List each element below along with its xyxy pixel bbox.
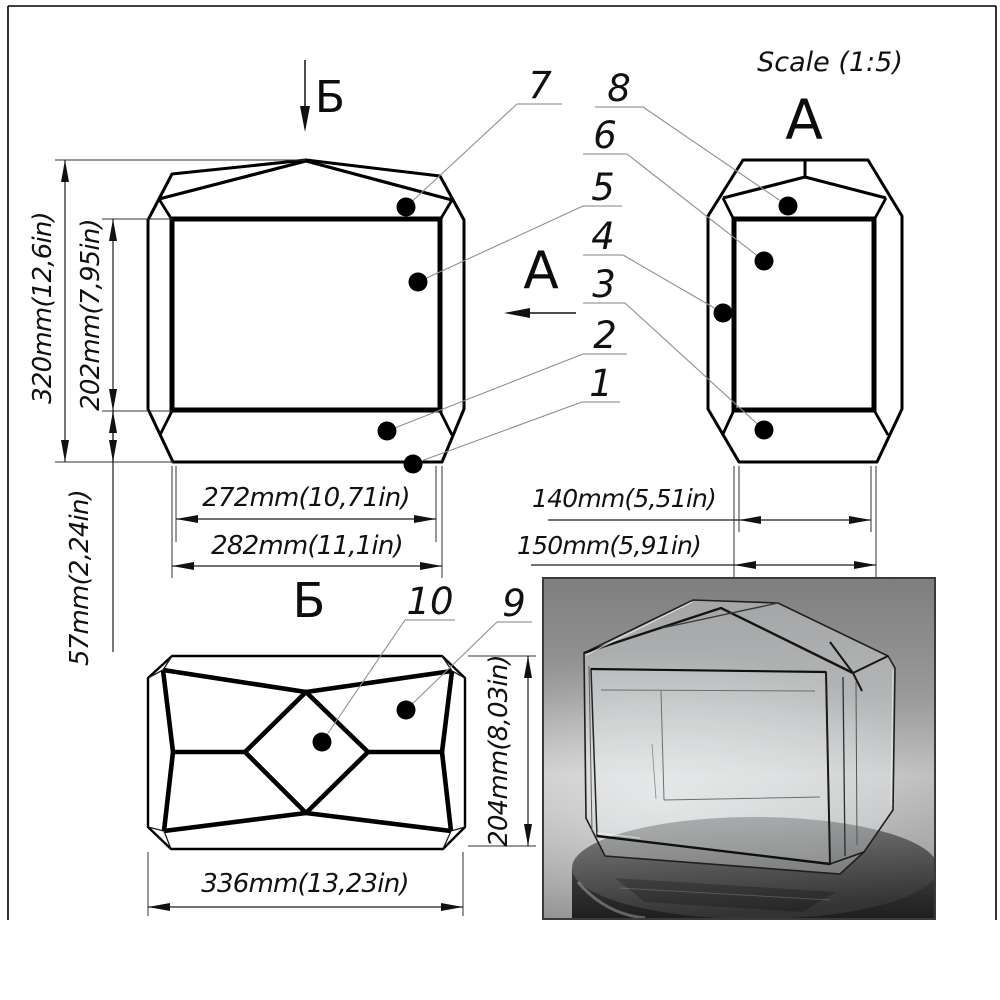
- callout-dot: [408, 272, 428, 292]
- dim-top-width: 336mm(13,23in): [147, 852, 464, 916]
- dim-side-inner-width: 140mm(5,51in): [532, 466, 872, 532]
- section-mark-top: Б: [300, 60, 345, 132]
- section-arrow-left-icon: [504, 308, 530, 318]
- dim-front-bottom-band: 57mm(2,24in): [65, 411, 117, 666]
- dim-top-depth: 204mm(8,03in): [468, 655, 536, 847]
- side-bevel-connectors: [721, 197, 890, 436]
- callout-dot: [713, 303, 733, 323]
- top-left-chevron: [160, 669, 176, 832]
- dim-front-inner-height-label: 202mm(7,95in): [76, 219, 106, 411]
- front-roof-ridge: [158, 159, 453, 202]
- section-mark-side: А: [504, 241, 576, 318]
- callout-7-number: 7: [528, 64, 552, 107]
- callout-3-number: 3: [592, 263, 616, 306]
- dim-side-inner-width-label: 140mm(5,51in): [532, 484, 716, 513]
- dim-front-height: 320mm(12,6in): [28, 159, 305, 463]
- dim-front-height-label: 320mm(12,6in): [28, 212, 58, 404]
- section-arrow-down-icon: [300, 106, 310, 132]
- dim-front-bottom-band-label: 57mm(2,24in): [65, 490, 95, 666]
- front-view: [146, 158, 466, 464]
- callout-6: 6: [583, 114, 774, 271]
- callout-5-number: 5: [591, 166, 615, 209]
- callout-5: 5: [408, 166, 622, 292]
- top-facet-lower: [163, 810, 452, 834]
- dim-front-inner-width: 272mm(10,71in): [175, 466, 437, 542]
- callout-1-number: 1: [589, 362, 613, 405]
- callout-10: 10: [312, 580, 455, 752]
- callout-dot: [403, 454, 423, 474]
- top-facet-upper: [162, 667, 453, 695]
- dim-side-width-label: 150mm(5,91in): [517, 531, 701, 560]
- side-inner-face: [731, 216, 877, 413]
- callout-dot: [754, 251, 774, 271]
- dim-top-depth-label: 204mm(8,03in): [484, 655, 514, 847]
- callout-7: 7: [396, 64, 562, 217]
- top-center-diamond: [242, 689, 371, 816]
- side-view: [706, 158, 904, 464]
- front-inner-face: [169, 216, 443, 413]
- callout-dot: [312, 732, 332, 752]
- photo-border: [542, 577, 936, 920]
- top-right-chevron: [439, 670, 455, 832]
- glass-front-face: [590, 668, 831, 865]
- section-side-label: А: [523, 241, 559, 301]
- callout-4: 4: [583, 215, 733, 323]
- callout-10-number: 10: [406, 580, 453, 623]
- callout-8-number: 8: [607, 67, 631, 110]
- callout-6-number: 6: [593, 114, 617, 157]
- dim-top-width-label: 336mm(13,23in): [201, 869, 409, 899]
- top-view: [146, 654, 467, 851]
- callout-dot: [396, 197, 416, 217]
- scale-note: Scale (1:5): [757, 47, 903, 78]
- front-bevel-connectors: [157, 198, 454, 436]
- top-view-label: Б: [293, 573, 326, 629]
- callout-dot: [778, 196, 798, 216]
- render-photo: [542, 577, 936, 920]
- callout-8: 8: [595, 67, 798, 216]
- callout-2: 2: [377, 314, 627, 441]
- callout-3: 3: [583, 263, 774, 440]
- callout-dot: [754, 420, 774, 440]
- top-corner-bevels: [147, 655, 466, 850]
- callout-dot: [396, 700, 416, 720]
- dim-front-inner-width-label: 272mm(10,71in): [202, 483, 410, 513]
- side-view-label: А: [785, 88, 823, 152]
- dim-front-width: 282mm(11,1in): [171, 466, 443, 578]
- callout-dot: [377, 421, 397, 441]
- callout-9: 9: [396, 582, 532, 720]
- side-outline: [706, 158, 904, 464]
- dim-side-width: 150mm(5,91in): [517, 466, 877, 578]
- dim-front-width-label: 282mm(11,1in): [211, 531, 403, 561]
- glass-silhouette: [583, 599, 896, 875]
- callout-1: 1: [403, 362, 620, 474]
- sheet-frame: [7, 5, 997, 920]
- glass-object: [583, 599, 896, 875]
- section-top-label: Б: [315, 72, 345, 123]
- side-roof-ridge: [722, 175, 887, 200]
- callout-2-number: 2: [593, 314, 617, 357]
- callout-4-number: 4: [591, 215, 615, 258]
- front-outline: [146, 158, 466, 464]
- callout-9-number: 9: [502, 582, 526, 625]
- dim-front-inner-height: 202mm(7,95in): [76, 218, 172, 412]
